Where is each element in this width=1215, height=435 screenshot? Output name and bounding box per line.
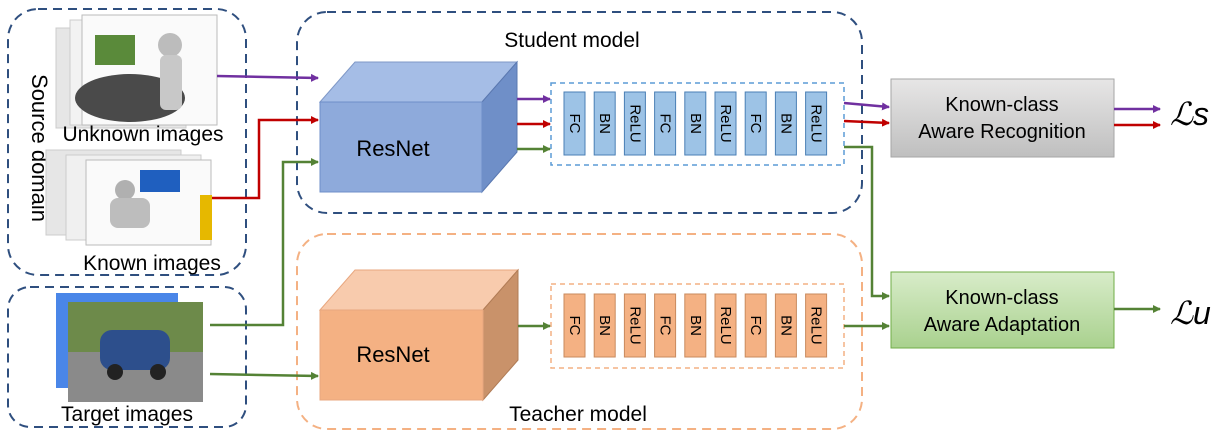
student-layer-block (805, 91, 828, 156)
known-flow-arrow (212, 116, 319, 200)
known-images-thumbnail (45, 149, 212, 246)
student-layer-label: BN (777, 113, 794, 134)
target-to-teacher-arrow (209, 371, 319, 380)
teacher-layer-block (593, 293, 616, 358)
student-layers-box (550, 82, 845, 166)
student-layer-block (684, 91, 707, 156)
student-layer-block (593, 91, 616, 156)
teacher-layer-label: BN (687, 315, 704, 336)
student-resnet-cube (318, 60, 519, 194)
teacher-resnet-label: ResNet (356, 342, 429, 367)
loss-unsupervised: ℒu (1170, 295, 1211, 331)
unknown-flow-arrow (216, 73, 319, 82)
target-domain-container (7, 286, 247, 428)
teacher-layer-label: FC (747, 316, 764, 336)
target-to-student-arrow (210, 158, 319, 327)
student-layer-block (744, 91, 767, 156)
loss-supervised: ℒs (1170, 96, 1209, 132)
student-model-container (296, 11, 863, 214)
teacher-layer-label: ReLU (717, 306, 734, 344)
known-images-label: Known images (83, 252, 221, 275)
teacher-model-container (296, 233, 863, 430)
teacher-model-title: Teacher model (509, 403, 647, 426)
student-layer-label: FC (566, 114, 583, 134)
teacher-layer-label: BN (777, 315, 794, 336)
teacher-layer-label: FC (657, 316, 674, 336)
teacher-layer-block (744, 293, 767, 358)
student-layer-label: BN (687, 113, 704, 134)
student-layer-block (654, 91, 677, 156)
teacher-layer-block (805, 293, 828, 358)
student-model-title: Student model (504, 29, 639, 52)
teacher-layer-label: ReLU (626, 306, 643, 344)
unknown-images-label: Unknown images (62, 123, 223, 146)
teacher-layer-label: ReLU (808, 306, 825, 344)
student-layer-block (774, 91, 797, 156)
teacher-layer-stack: FC BN ReLU FC BN ReLU FC BN ReLU (563, 293, 828, 358)
recognition-box (890, 78, 1115, 158)
student-layer-label: FC (747, 114, 764, 134)
student-layer-block (623, 91, 646, 156)
recognition-line1: Known-class (945, 94, 1058, 116)
teacher-layer-block (654, 293, 677, 358)
adaptation-box (890, 271, 1115, 349)
student-resnet-label: ResNet (356, 136, 429, 161)
student-layer-label: BN (596, 113, 613, 134)
adaptation-line1: Known-class (945, 287, 1058, 309)
teacher-layer-block (563, 293, 586, 358)
student-layer-stack: FC BN ReLU FC BN ReLU FC BN ReLU (563, 91, 828, 156)
teacher-layer-label: BN (596, 315, 613, 336)
student-layer-label: FC (657, 114, 674, 134)
teacher-layer-block (714, 293, 737, 358)
student-purple-to-recognition (843, 101, 890, 111)
student-green-to-adaptation (844, 145, 890, 300)
adaptation-line2: Aware Adaptation (924, 314, 1080, 336)
unknown-images-thumbnail (55, 14, 218, 129)
student-red-to-recognition (843, 118, 890, 127)
student-layer-block (714, 91, 737, 156)
teacher-layer-block (684, 293, 707, 358)
teacher-layer-label: FC (566, 316, 583, 336)
student-layer-label: ReLU (808, 104, 825, 142)
recognition-line2: Aware Recognition (918, 121, 1086, 143)
student-layer-label: ReLU (717, 104, 734, 142)
teacher-resnet-cube (318, 268, 520, 402)
teacher-layer-block (774, 293, 797, 358)
teacher-layer-block (623, 293, 646, 358)
student-layer-label: ReLU (626, 104, 643, 142)
target-images-thumbnail (56, 293, 203, 402)
target-images-label: Target images (61, 403, 193, 426)
student-layer-block (563, 91, 586, 156)
